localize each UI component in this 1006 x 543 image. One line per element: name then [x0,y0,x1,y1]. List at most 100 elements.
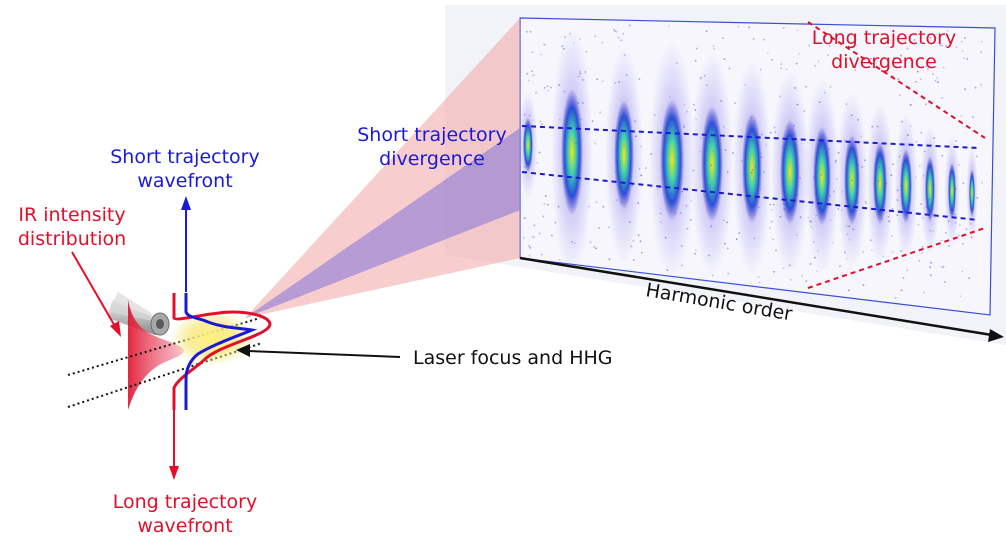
noise-dot [666,269,669,271]
noise-dot [795,234,798,237]
noise-dot [837,208,840,210]
noise-dot [770,58,773,61]
noise-dot [814,256,816,259]
noise-dot [598,227,600,230]
noise-dot [699,78,702,80]
noise-dot [640,174,643,177]
long-wavefront-arrow [169,410,179,480]
noise-dot [750,171,753,174]
noise-dot [941,154,944,157]
noise-dot [772,203,775,206]
noise-dot [547,203,549,206]
long-wavefront-label-line1: Long trajectory [113,491,257,513]
noise-dot [900,250,902,252]
noise-dot [614,30,617,33]
noise-dot [726,247,729,250]
noise-dot [558,84,561,86]
noise-dot [750,117,753,119]
noise-dot [681,264,683,267]
noise-dot [675,194,677,197]
noise-dot [818,206,821,208]
noise-dot [962,242,964,245]
noise-dot [726,170,729,173]
noise-dot [579,72,582,75]
noise-dot [663,176,666,179]
noise-dot [529,30,532,33]
noise-dot [708,254,710,257]
noise-dot [770,209,773,211]
noise-dot [942,66,945,69]
noise-dot [871,249,873,252]
noise-dot [599,111,601,114]
noise-dot [572,42,575,45]
noise-dot [667,25,670,27]
noise-dot [629,221,631,224]
noise-dot [564,36,566,38]
noise-dot [900,54,902,57]
noise-dot [980,51,983,54]
noise-dot [780,63,783,65]
noise-dot [540,253,543,256]
noise-dot [743,155,745,158]
noise-dot [759,152,762,155]
ir-intensity-arrow [71,251,121,337]
harmonic-order-axis [519,256,1004,342]
noise-dot [885,182,888,185]
noise-dot [930,274,932,277]
noise-dot [915,140,918,143]
noise-dot [535,91,537,94]
noise-dot [551,234,553,237]
noise-dot [607,226,610,229]
noise-dot [846,233,849,236]
noise-dot [940,266,943,269]
noise-dot [581,79,584,81]
noise-dot [699,150,702,153]
noise-dot [816,270,818,272]
noise-dot [669,138,672,141]
noise-dot [601,41,604,44]
long-wavefront-label-line2: wavefront [137,515,232,537]
noise-dot [680,245,683,247]
noise-dot [584,71,587,73]
noise-dot [844,251,846,254]
noise-dot [891,208,894,210]
noise-dot [613,28,615,31]
noise-dot [744,83,747,86]
noise-dot [896,199,899,201]
noise-dot [928,198,931,201]
noise-dot [526,72,529,75]
noise-dot [550,86,552,89]
noise-dot [528,245,531,247]
noise-dot [585,50,588,53]
harmonic-spots [518,24,983,299]
noise-dot [855,174,858,177]
noise-dot [917,223,920,226]
noise-dot [922,174,925,177]
laser-focus-arrow [236,344,401,358]
noise-dot [759,68,762,71]
noise-dot [528,254,531,257]
noise-dot [695,249,697,252]
noise-dot [765,144,768,147]
noise-dot [685,205,688,207]
noise-dot [591,120,594,123]
noise-dot [693,103,695,106]
noise-dot [930,261,932,264]
noise-dot [838,265,841,268]
noise-dot [710,225,712,228]
noise-dot [854,69,856,71]
noise-dot [631,185,634,187]
noise-dot [557,205,560,208]
noise-dot [740,160,743,162]
noise-dot [780,67,783,70]
noise-dot [788,129,790,131]
noise-dot [865,202,868,205]
noise-dot [543,87,546,89]
noise-dot [596,78,599,81]
noise-dot [920,203,922,206]
noise-dot [817,60,820,62]
noise-dot [531,51,534,54]
noise-dot [773,126,776,129]
noise-dot [923,150,926,153]
noise-dot [945,232,947,234]
